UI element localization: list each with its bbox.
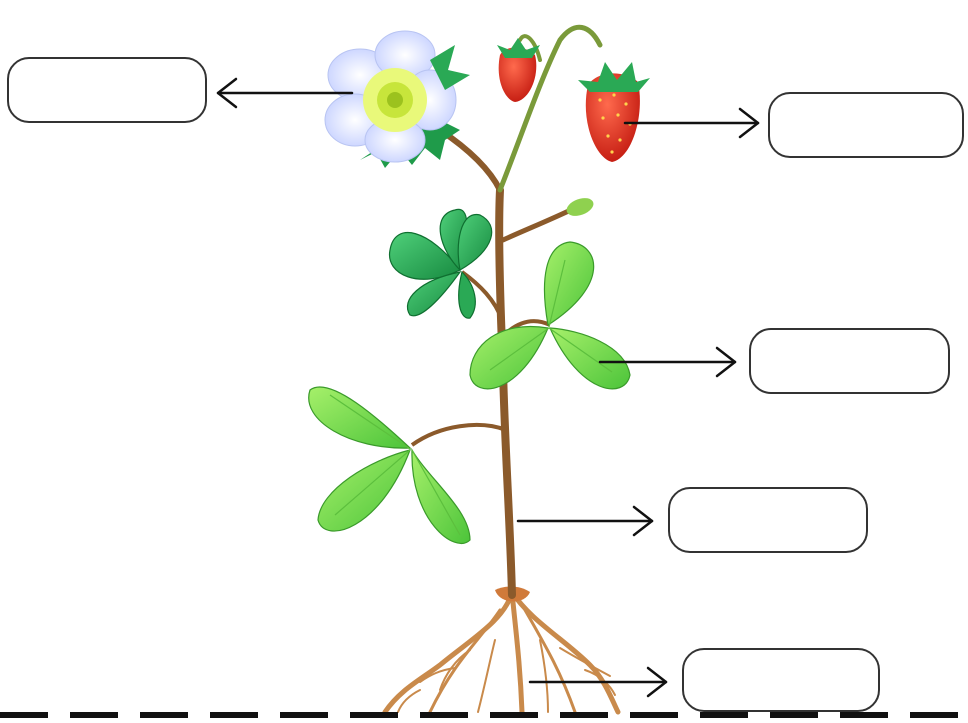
bud-branch — [503, 208, 575, 240]
roots — [385, 592, 618, 712]
bud — [564, 195, 596, 220]
strawberry-large — [578, 62, 650, 162]
strawberry-small — [497, 38, 540, 102]
main-stem — [499, 190, 512, 595]
label-box-stem[interactable] — [668, 487, 868, 553]
label-box-fruit[interactable] — [768, 92, 964, 158]
leaf-lower — [309, 387, 470, 543]
flower — [325, 31, 470, 168]
arrow-fruit — [625, 109, 758, 137]
leaf-middle — [470, 242, 630, 389]
label-box-leaf[interactable] — [749, 328, 950, 394]
arrow-stem — [518, 507, 652, 535]
label-box-flower[interactable] — [7, 57, 207, 123]
label-box-root[interactable] — [682, 648, 880, 712]
leaf-petiole-lower — [412, 425, 506, 445]
leaf-upper — [390, 209, 492, 318]
flower-branch — [440, 130, 500, 190]
